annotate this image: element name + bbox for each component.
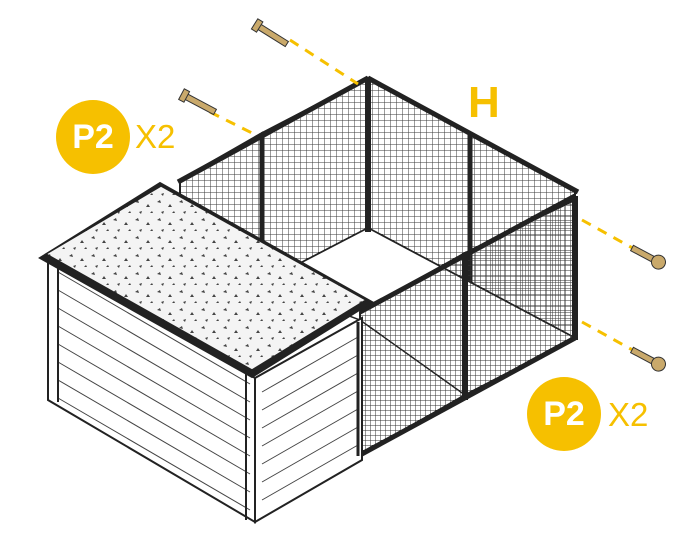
panel-label: H	[468, 78, 500, 127]
part-badge: P2	[56, 100, 130, 174]
screw-icon	[629, 346, 666, 372]
roof	[38, 181, 374, 379]
part-quantity: X2	[608, 396, 649, 433]
front-right-wall	[358, 193, 578, 458]
part-quantity: X2	[135, 118, 176, 155]
screw-icon	[250, 18, 290, 48]
screw-icon	[629, 244, 666, 270]
screw-icon	[177, 88, 218, 116]
part-badge: P2	[527, 377, 601, 451]
house-side	[254, 316, 363, 524]
screws	[177, 18, 666, 372]
